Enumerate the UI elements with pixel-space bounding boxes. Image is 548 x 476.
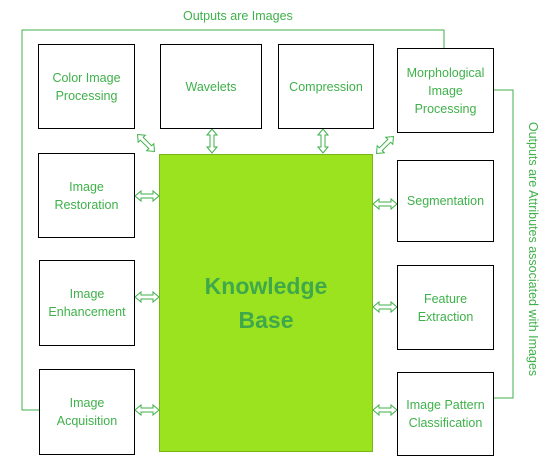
double-arrow-compression: [316, 128, 330, 154]
wavelets-box: Wavelets: [160, 44, 262, 129]
box-label-line: Morphological: [406, 65, 485, 80]
top-feedback-line: [21, 29, 445, 411]
double-arrow-enhancement: [134, 290, 160, 304]
box-label-line: Image: [69, 179, 104, 194]
box-label-line: Acquisition: [56, 414, 118, 428]
knowledge-base-box: Knowledge Base: [159, 154, 373, 452]
double-arrow-classification: [372, 403, 398, 417]
box-label-line: Processing: [414, 101, 477, 116]
outputs-are-attributes-label: Outputs are Attributes associated with I…: [526, 121, 541, 377]
box-label-line: Image: [69, 287, 105, 301]
double-arrow-wavelets: [205, 128, 219, 154]
outputs-are-attributes-label-wrap: Outputs are Attributes associated with I…: [525, 110, 541, 388]
knowledge-base-label-line1: Knowledge: [204, 273, 328, 299]
double-arrow-morphological: [375, 135, 395, 155]
outputs-are-images-label: Outputs are Images: [183, 9, 293, 23]
box-label-line: Extraction: [417, 309, 474, 324]
box-label-line: Classification: [408, 416, 483, 430]
box-label-line: Color Image: [52, 70, 121, 85]
segmentation-box: Segmentation: [397, 160, 494, 242]
box-label-line: Image Pattern: [406, 398, 485, 412]
double-arrow-color-image: [136, 133, 156, 153]
box-label-line: Segmentation: [406, 194, 485, 208]
right-feedback-line: [494, 89, 514, 399]
box-label-line: Feature: [423, 291, 468, 306]
box-label-line: Enhancement: [48, 305, 126, 319]
box-label-line: Compression: [289, 79, 363, 94]
compression-box: Compression: [278, 44, 374, 129]
knowledge-base-label-line2: Base: [238, 307, 294, 333]
double-arrow-restoration: [134, 189, 160, 203]
box-label-line: Wavelets: [185, 79, 237, 94]
box-label-line: Processing: [55, 88, 118, 103]
double-arrow-feature-extraction: [372, 300, 398, 314]
double-arrow-acquisition: [134, 403, 160, 417]
box-label-line: Image: [428, 83, 463, 98]
double-arrow-segmentation: [372, 197, 398, 211]
box-label-line: Restoration: [54, 197, 119, 212]
box-label-line: Image: [69, 396, 105, 410]
